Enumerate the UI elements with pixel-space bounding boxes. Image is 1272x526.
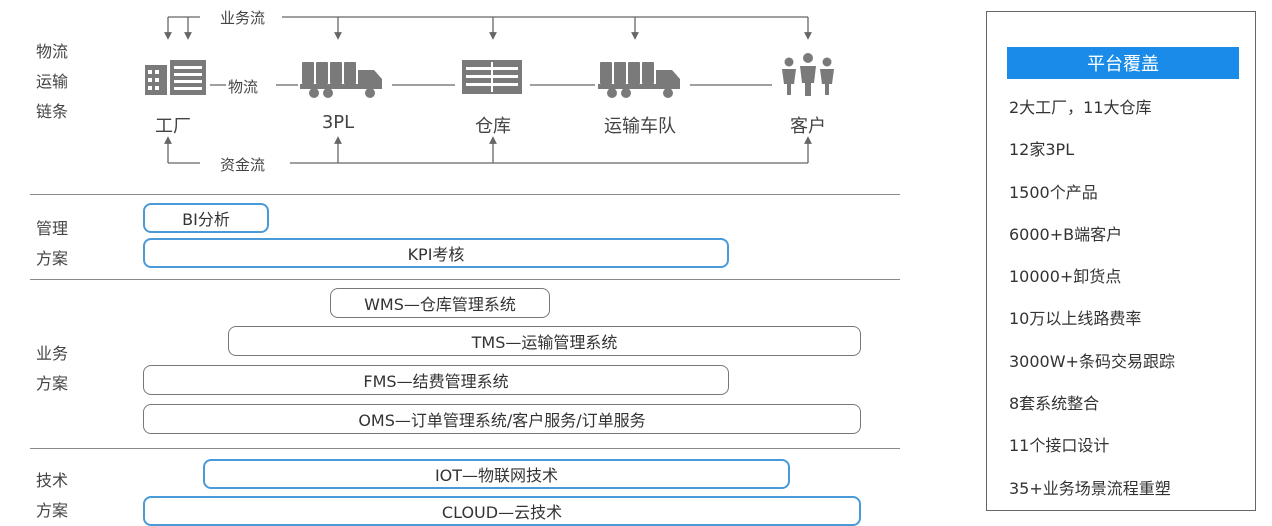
node-customer-label: 客户	[790, 116, 826, 137]
flow-diagram	[145, 16, 834, 164]
capital-flow-lines	[164, 136, 812, 164]
list-item: 3000W+条码交易跟踪	[1009, 351, 1175, 371]
warehouse-icon	[462, 60, 522, 94]
cloud-pill: CLOUD—云技术	[143, 496, 861, 526]
logistics-flow-label: 物流	[226, 76, 261, 97]
chain-section-label: 物流 运输 链条	[36, 42, 69, 121]
list-item: 10000+卸货点	[1009, 267, 1122, 287]
oms-pill: OMS—订单管理系统/客户服务/订单服务	[143, 404, 861, 434]
panel-title: 平台覆盖	[1007, 47, 1239, 79]
list-item: 11个接口设计	[1009, 436, 1110, 456]
list-item: 8套系统整合	[1009, 394, 1100, 414]
tech-section-label: 技术 方案	[36, 471, 69, 520]
list-item: 1500个产品	[1009, 182, 1098, 202]
list-item: 6000+B端客户	[1009, 224, 1123, 244]
list-item: 2大工厂，11大仓库	[1009, 98, 1152, 117]
business-flow-label: 业务流	[216, 7, 270, 28]
node-fleet-label: 运输车队	[604, 116, 676, 137]
wms-pill: WMS—仓库管理系统	[330, 288, 550, 318]
node-warehouse-label: 仓库	[475, 116, 511, 137]
business-section-label: 业务 方案	[36, 344, 69, 393]
coverage-list: 2大工厂，11大仓库 12家3PL 1500个产品 6000+B端客户 1000…	[1009, 96, 1175, 519]
truck-icon	[300, 62, 382, 98]
list-item: 12家3PL	[1009, 140, 1075, 160]
bi-analysis-pill: BI分析	[143, 203, 269, 233]
tms-pill: TMS—运输管理系统	[228, 326, 861, 356]
node-3pl-label: 3PL	[321, 112, 355, 133]
divider	[30, 448, 900, 449]
divider	[30, 194, 900, 195]
kpi-pill: KPI考核	[143, 238, 729, 268]
management-section-label: 管理 方案	[36, 219, 69, 268]
fms-pill: FMS—结费管理系统	[143, 365, 729, 395]
divider	[30, 279, 900, 280]
coverage-panel: 平台覆盖 2大工厂，11大仓库 12家3PL 1500个产品 6000+B端客户…	[986, 11, 1256, 511]
customers-icon	[782, 53, 834, 96]
factory-icon	[145, 60, 206, 95]
iot-pill: IOT—物联网技术	[203, 459, 790, 489]
list-item: 10万以上线路费率	[1009, 309, 1142, 329]
capital-flow-label: 资金流	[216, 154, 270, 175]
truck-fleet-icon	[598, 62, 680, 98]
list-item: 35+业务场景流程重塑	[1009, 478, 1171, 498]
business-flow-lines	[164, 16, 812, 40]
node-factory-label: 工厂	[155, 116, 191, 137]
